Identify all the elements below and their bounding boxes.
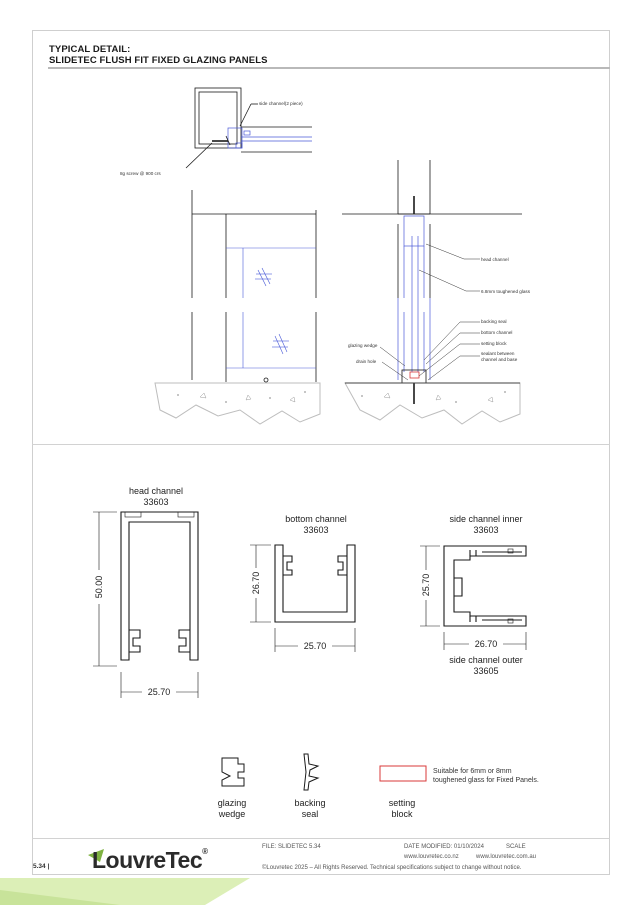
glazing-wedge-label-1: glazing xyxy=(218,798,247,808)
plan-detail xyxy=(185,87,312,169)
footer-divider xyxy=(32,838,610,839)
section-label-sealant-2: channel and base xyxy=(481,357,518,362)
bottom-dim-width: 25.70 xyxy=(304,641,327,651)
footer-scale: SCALE xyxy=(506,844,526,850)
backing-seal-label-2: seal xyxy=(302,809,319,819)
bottom-channel-code: 33603 xyxy=(303,525,328,535)
glass-suitability-note: Suitable for 6mm or 8mm toughened glass … xyxy=(433,767,539,785)
section-label-head-channel: head channel xyxy=(481,257,509,262)
setting-block-shape xyxy=(379,765,427,782)
side-channel-inner-code: 33603 xyxy=(473,525,498,535)
title-line-2: SLIDETEC FLUSH FIT FIXED GLAZING PANELS xyxy=(49,55,268,66)
section-label-setting-block: setting block xyxy=(481,341,507,346)
section-view xyxy=(342,160,522,425)
glazing-wedge-shape xyxy=(221,757,245,787)
side-channel-dimensions xyxy=(420,545,527,650)
note-line-1: Suitable for 6mm or 8mm xyxy=(433,768,512,775)
head-dim-height: 50.00 xyxy=(94,576,104,599)
side-dim-height: 25.70 xyxy=(421,574,431,597)
title-rule xyxy=(48,67,610,69)
section-label-backing-seal: backing seal xyxy=(481,319,507,324)
footer-copyright: ©Louvretec 2025 – All Rights Reserved. T… xyxy=(262,865,522,871)
backing-seal-label-1: backing xyxy=(294,798,325,808)
plan-label-screw: 8g screw @ 900 crs xyxy=(120,171,161,176)
head-dim-width: 25.70 xyxy=(148,687,171,697)
footer-file: FILE: SLIDETEC 5.34 xyxy=(262,844,321,850)
head-channel-profile xyxy=(120,511,199,661)
side-channel-inner-name: side channel inner xyxy=(449,514,522,524)
side-channel-outer-code: 33605 xyxy=(473,666,498,676)
section-label-bottom-channel: bottom channel xyxy=(481,330,512,335)
note-line-2: toughened glass for Fixed Panels. xyxy=(433,777,539,784)
section-divider xyxy=(32,444,610,445)
setting-block-label-2: block xyxy=(391,809,413,819)
bottom-channel-profile xyxy=(274,544,356,623)
footer-url-au[interactable]: www.louvretec.com.au xyxy=(476,854,537,860)
logo-mark-icon xyxy=(88,849,104,862)
section-label-drain-hole: drain hole xyxy=(356,359,377,364)
backing-seal-shape xyxy=(303,753,320,791)
louvretec-logo: LouvreTec® xyxy=(92,847,208,873)
side-channel-profile xyxy=(443,545,527,627)
section-label-sealant-1: sealant between xyxy=(481,351,515,356)
page-title: TYPICAL DETAIL: SLIDETEC FLUSH FIT FIXED… xyxy=(49,44,268,66)
bottom-channel-name: bottom channel xyxy=(285,514,347,524)
head-channel-dimensions xyxy=(93,511,199,698)
head-channel-name: head channel xyxy=(129,486,183,496)
footer-green-band-dark xyxy=(0,890,120,905)
bottom-dim-height: 26.70 xyxy=(251,572,261,595)
section-label-glass: 6.8mm toughened glass xyxy=(481,289,531,294)
side-dim-width: 26.70 xyxy=(475,639,498,649)
title-line-1: TYPICAL DETAIL: xyxy=(49,44,131,55)
bottom-channel-dimensions xyxy=(250,544,356,652)
footer-date-modified: DATE MODIFIED: 01/10/2024 xyxy=(404,844,484,850)
section-label-glazing-wedge: glazing wedge xyxy=(348,343,378,348)
page-number: 5.34 | xyxy=(33,863,50,870)
drawing-sheet-border xyxy=(32,30,610,875)
footer-url-nz[interactable]: www.louvretec.co.nz xyxy=(404,854,459,860)
head-channel-code: 33603 xyxy=(143,497,168,507)
setting-block-label-1: setting xyxy=(389,798,416,808)
side-channel-outer-name: side channel outer xyxy=(449,655,523,665)
plan-label-side-channel: side channel(2 piece) xyxy=(259,101,303,106)
elevation-view xyxy=(154,190,321,425)
glazing-wedge-label-2: wedge xyxy=(218,809,246,819)
